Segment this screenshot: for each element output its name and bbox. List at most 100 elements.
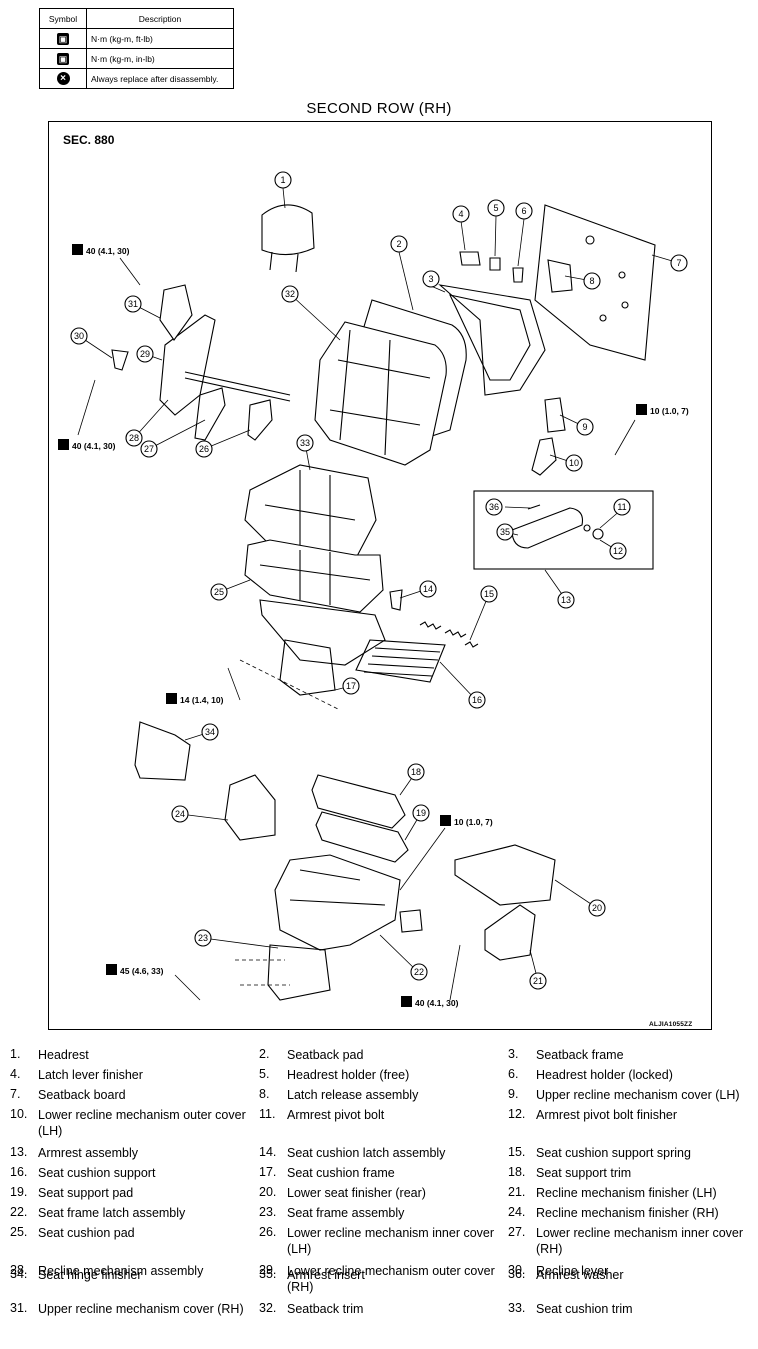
part-number: 28. (10, 1263, 28, 1277)
part-name: Recline mechanism finisher (LH) (536, 1186, 717, 1200)
svg-text:31: 31 (128, 299, 138, 309)
callout-26: 26 (195, 440, 213, 458)
svg-text:40 (4.1, 30): 40 (4.1, 30) (415, 998, 459, 1008)
part-list-item: 5.Headrest holder (free) (259, 1067, 502, 1083)
part-list-item: 4. Latch lever finisher (10, 1067, 253, 1083)
part-name: Headrest (38, 1048, 89, 1062)
callout-5: 5 (487, 199, 505, 217)
svg-text:36: 36 (489, 502, 499, 512)
svg-text:40 (4.1, 30): 40 (4.1, 30) (72, 441, 116, 451)
part-list-item: 14. Seat cushion latch assembly (259, 1145, 502, 1161)
callout-10: 10 (565, 454, 583, 472)
symbol-legend-table: Symbol Description ▣ N·m (kg-m, ft-lb) ▣… (39, 8, 234, 89)
svg-text:10 (1.0, 7): 10 (1.0, 7) (454, 817, 493, 827)
svg-text:8: 8 (589, 276, 594, 286)
part-list-item: 36.Armrest washer (508, 1267, 751, 1283)
svg-text:12: 12 (613, 546, 623, 556)
part-list-item: 3. Seatback frame (508, 1047, 751, 1063)
callout-18: 18 (407, 763, 425, 781)
part-name: Latch release assembly (287, 1088, 419, 1102)
torque-spec: 10 (1.0, 7) (636, 404, 689, 416)
part-name: Lower recline mechanism outer cover (LH) (38, 1108, 246, 1138)
part-number: 25. (10, 1225, 28, 1239)
torque-spec: 10 (1.0, 7) (440, 815, 493, 827)
part-name: Lower seat finisher (rear) (287, 1186, 426, 1200)
part-number: 4. (10, 1067, 21, 1081)
svg-text:15: 15 (484, 589, 494, 599)
svg-text:7: 7 (676, 258, 681, 268)
part-list-item: 33.Seat cushion trim (508, 1301, 751, 1317)
callout-16: 16 (468, 691, 486, 709)
svg-text:28: 28 (129, 433, 139, 443)
svg-text:29: 29 (140, 349, 150, 359)
part-number: 2. (259, 1047, 270, 1061)
callout-7: 7 (670, 254, 688, 272)
part-number: 14. (259, 1145, 277, 1159)
callout-28: 28 (125, 429, 143, 447)
svg-text:11: 11 (617, 502, 626, 512)
svg-text:23: 23 (198, 933, 208, 943)
part-name: Armrest insert (287, 1268, 365, 1282)
part-number: 13. (10, 1145, 28, 1159)
part-name: Seatback pad (287, 1048, 364, 1062)
callout-9: 9 (576, 418, 594, 436)
torque-wrench-icon: ▣ (57, 32, 69, 45)
part-name: Lower recline mechanism inner cover (LH) (287, 1226, 495, 1256)
svg-text:14: 14 (423, 584, 433, 594)
svg-text:34: 34 (205, 727, 215, 737)
torque-spec: 40 (4.1, 30) (401, 996, 459, 1008)
part-list-item: 25. Seat cushion pad (10, 1225, 253, 1241)
part-number: 18. (508, 1165, 526, 1179)
callouts: 1 2 3 4 5 6 7 8 9 10 11 12 13 14 15 16 1… (70, 171, 688, 990)
callout-32: 32 (281, 285, 299, 303)
callout-31: 31 (124, 295, 142, 313)
svg-text:2: 2 (396, 239, 401, 249)
part-list-item: 17.Seat cushion frame (259, 1165, 502, 1181)
part-list-item: 8.Latch release assembly (259, 1087, 502, 1103)
callout-6: 6 (515, 202, 533, 220)
part-name: Upper recline mechanism cover (RH) (38, 1302, 244, 1316)
part-list-item: 16.Seat cushion support (10, 1165, 253, 1181)
callout-25: 25 (210, 583, 228, 601)
seat-frame-assembly-part (235, 854, 401, 1001)
part-number: 3. (508, 1047, 519, 1061)
part-list-item: 31.Upper recline mechanism cover (RH) (10, 1301, 253, 1317)
part-name: Recline mechanism assembly (38, 1264, 204, 1278)
callout-23: 23 (194, 929, 212, 947)
part-name: Seat cushion support spring (536, 1146, 691, 1160)
part-number: 6. (508, 1067, 519, 1081)
part-name: Seatback frame (536, 1048, 624, 1062)
part-list-item: 24.Recline mechanism finisher (RH) (508, 1205, 751, 1221)
seatback-frame-part (438, 284, 546, 396)
armrest-part (511, 504, 604, 549)
part-number: 22. (10, 1205, 28, 1219)
exploded-seat-diagram: 1 2 3 4 5 6 7 8 9 10 11 12 13 14 15 16 1… (58, 171, 689, 1008)
spring-parts (389, 589, 479, 648)
part-number: 1. (10, 1047, 21, 1061)
callout-36: 36 (485, 498, 503, 516)
callout-12: 12 (609, 542, 627, 560)
headrest-part (261, 204, 315, 273)
part-number: 12. (508, 1107, 526, 1121)
holder-parts (459, 251, 524, 283)
part-name: Seatback board (38, 1088, 126, 1102)
svg-text:4: 4 (458, 209, 463, 219)
part-name: Armrest pivot bolt finisher (536, 1108, 678, 1122)
part-number: 17. (259, 1165, 277, 1179)
diagram-title: SECOND ROW (RH) (306, 100, 452, 117)
part-number: 20. (259, 1185, 277, 1199)
part-name: Latch lever finisher (38, 1068, 143, 1082)
part-number: 7. (10, 1087, 21, 1101)
part-name: Seat cushion pad (38, 1226, 135, 1240)
torque-spec: 14 (1.4, 10) (166, 693, 224, 705)
part-name: Seat cushion latch assembly (287, 1146, 446, 1160)
callout-8: 8 (583, 272, 601, 290)
callout-3: 3 (422, 270, 440, 288)
part-number: 30. (508, 1263, 526, 1277)
part-number: 34. (10, 1267, 28, 1281)
callout-34: 34 (201, 723, 219, 741)
callout-29: 29 (136, 345, 154, 363)
recline-finisher-rh-part (224, 774, 276, 841)
svg-text:35: 35 (500, 527, 510, 537)
callout-21: 21 (529, 972, 547, 990)
